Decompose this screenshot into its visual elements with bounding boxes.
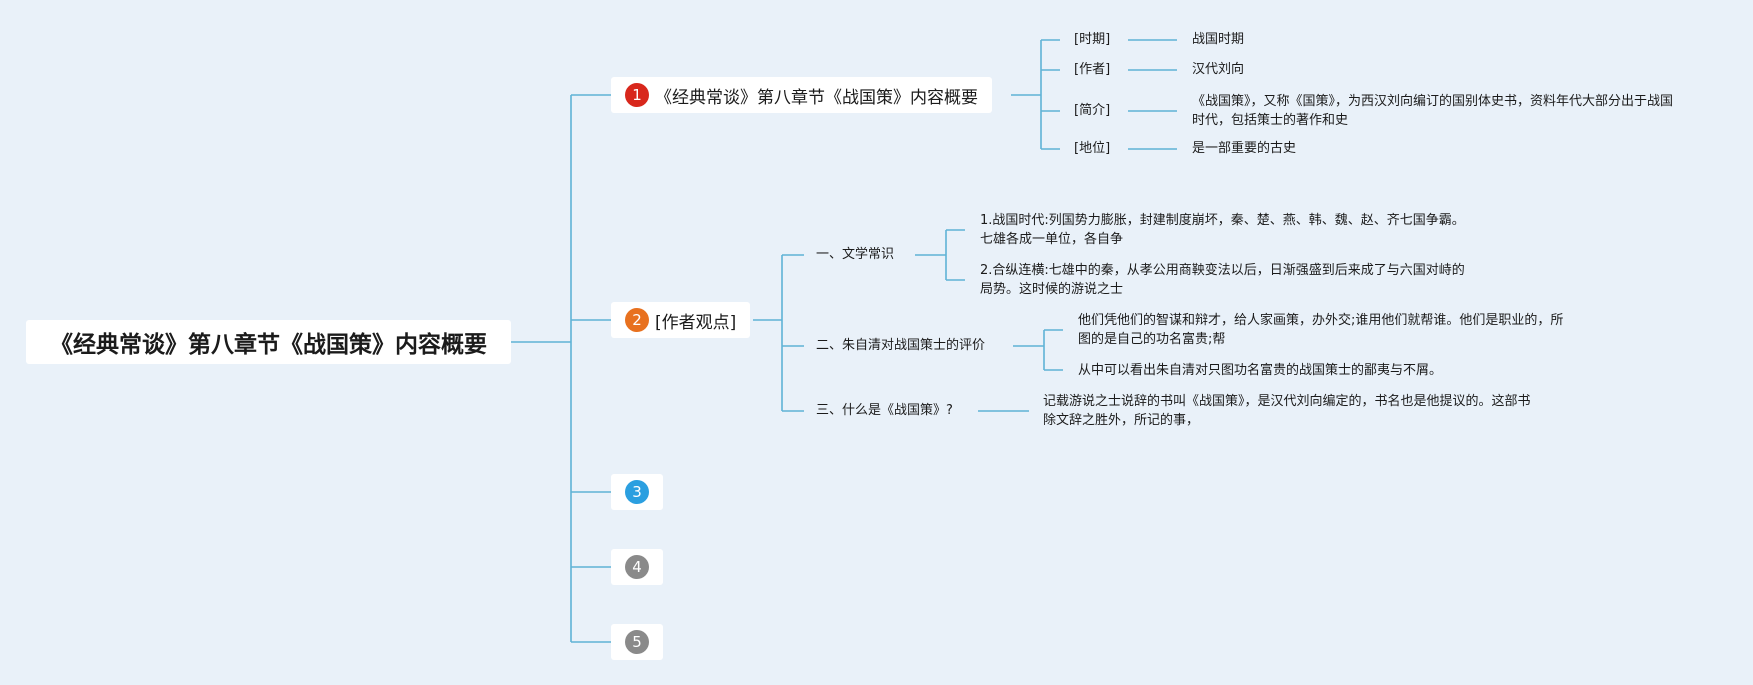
view-2-title[interactable]: 二、朱自清对战国策士的评价 [816,338,986,353]
view-3-title[interactable]: 三、什么是《战国策》? [816,403,953,418]
badge-4: 4 [625,555,649,579]
root-node[interactable]: 《经典常谈》第八章节《战国策》内容概要 [26,320,511,364]
overview-key-author[interactable]: [作者] [1074,62,1111,77]
branch-1-label: 《经典常谈》第八章节《战国策》内容概要 [655,87,978,108]
badge-1: 1 [625,83,649,107]
overview-value-intro[interactable]: 《战国策》，又称《国策》，为西汉刘向编订的国别体史书，资料年代大部分出于战国时代… [1192,94,1674,128]
branch-3-node[interactable]: 3 [611,474,663,510]
view-3-item-1[interactable]: 记载游说之士说辞的书叫《战国策》，是汉代刘向编定的，书名也是他提议的。这部书除文… [1043,394,1531,428]
view-1-title[interactable]: 一、文学常识 [816,247,895,262]
overview-value-status[interactable]: 是一部重要的古史 [1192,141,1297,156]
overview-value-author[interactable]: 汉代刘向 [1192,62,1245,77]
branch-4-node[interactable]: 4 [611,549,663,585]
overview-key-status[interactable]: [地位] [1074,141,1111,156]
badge-3: 3 [625,480,649,504]
view-1-item-2[interactable]: 2.合纵连横:七雄中的秦，从孝公用商鞅变法以后，日渐强盛到后来成了与六国对峙的局… [980,263,1465,297]
root-label: 《经典常谈》第八章节《战国策》内容概要 [50,332,487,358]
branch-2-node[interactable]: 2 [作者观点] [611,302,751,338]
overview-value-period[interactable]: 战国时期 [1192,32,1245,47]
branch-2-label: [作者观点] [655,312,737,333]
view-2-item-1[interactable]: 他们凭他们的智谋和辩才，给人家画策，办外交;谁用他们就帮谁。他们是职业的，所图的… [1078,313,1564,347]
view-2-item-2[interactable]: 从中可以看出朱自清对只图功名富贵的战国策士的鄙夷与不屑。 [1078,363,1443,378]
overview-key-intro[interactable]: [简介] [1074,103,1111,118]
overview-key-period[interactable]: [时期] [1074,32,1111,47]
branch-1-node[interactable]: 1 《经典常谈》第八章节《战国策》内容概要 [611,77,992,113]
badge-5: 5 [625,630,649,654]
badge-2: 2 [625,308,649,332]
branch-5-node[interactable]: 5 [611,624,663,660]
view-1-item-1[interactable]: 1.战国时代:列国势力膨胀，封建制度崩坏，秦、楚、燕、韩、魏、赵、齐七国争霸。七… [980,213,1465,247]
